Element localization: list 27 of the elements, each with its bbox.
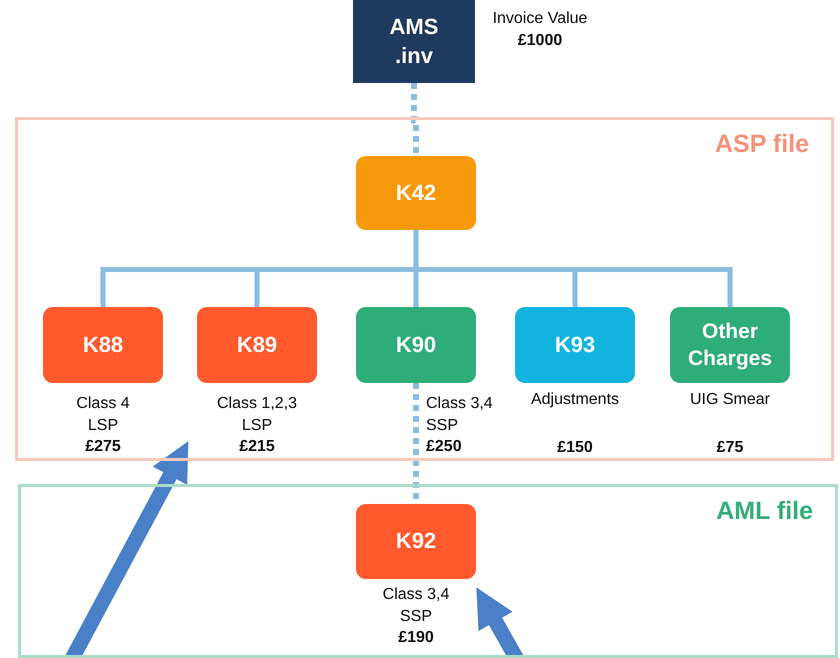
code-box: AMS .inv	[353, 0, 475, 83]
amount-text: £250	[426, 437, 463, 458]
description-text: Adjustments	[530, 390, 620, 410]
group-title: ASP file	[714, 130, 809, 159]
code-box: Other Charges	[670, 307, 790, 383]
amount-text: £1000	[516, 30, 564, 51]
group-title: AML file	[716, 497, 813, 526]
description-text: UIG Smear	[688, 390, 771, 410]
code-box: K89	[197, 307, 317, 383]
connector-line	[411, 83, 419, 156]
code-box: K90	[356, 307, 476, 383]
description-text: Class 4 LSP	[75, 394, 131, 436]
amount-text: £215	[238, 437, 276, 458]
amount-text: £75	[716, 438, 744, 458]
description-text: Class 3,4 SSP	[382, 585, 450, 627]
amount-text: £275	[84, 437, 122, 458]
code-box: K92	[356, 504, 476, 579]
amount-text: £150	[556, 438, 594, 458]
code-box: K42	[356, 156, 476, 230]
code-box: K88	[43, 307, 163, 383]
description-text: Class 1,2,3 LSP	[216, 394, 298, 436]
code-box: K93	[515, 307, 635, 383]
description-text: Class 3,4 SSP	[426, 394, 494, 436]
description-text: Invoice Value	[492, 9, 588, 29]
file-group-frame	[15, 117, 834, 461]
file-group-frame	[18, 484, 838, 658]
amount-text: £190	[397, 628, 435, 648]
